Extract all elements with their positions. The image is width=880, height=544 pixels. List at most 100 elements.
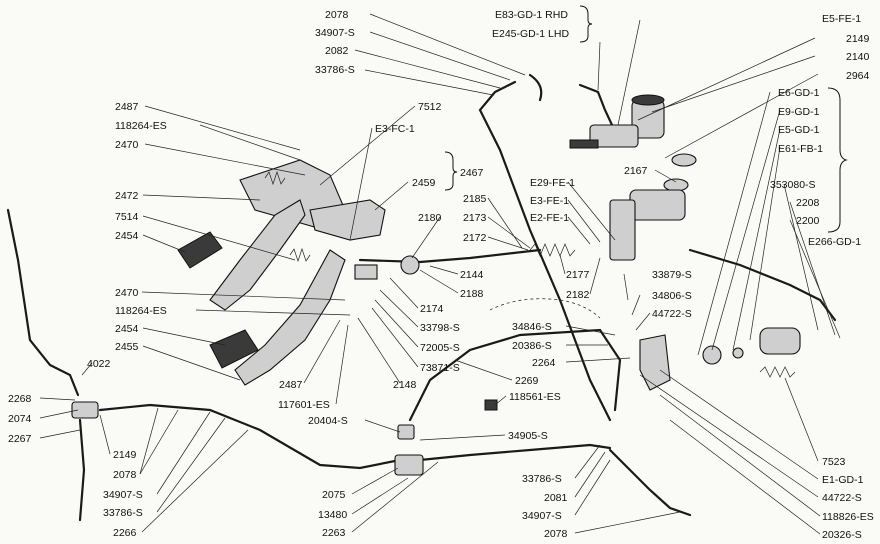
brace-2467 bbox=[444, 151, 458, 191]
label-e3fc1: E3-FC-1 bbox=[375, 123, 415, 135]
clutch-pedal-pad bbox=[209, 329, 259, 369]
label-2075: 2075 bbox=[322, 489, 346, 501]
dashed-link bbox=[489, 298, 601, 319]
pedal-spring-top bbox=[264, 170, 286, 186]
pedal-spring-mid bbox=[289, 247, 311, 263]
label-2148: 2148 bbox=[393, 379, 417, 391]
label-34907s-top: 34907-S bbox=[315, 27, 355, 39]
label-2149-bot: 2149 bbox=[113, 449, 137, 461]
label-118264es-mid: 118264-ES bbox=[115, 305, 167, 317]
rear-tee-left bbox=[71, 401, 99, 419]
label-2487-mid: 2487 bbox=[279, 379, 303, 391]
label-33786s-bot2: 33786-S bbox=[522, 473, 562, 485]
label-34907s-bot: 34907-S bbox=[103, 489, 143, 501]
master-cylinder-flange bbox=[609, 199, 636, 261]
rear-tee-center bbox=[394, 454, 424, 476]
label-20386s: 20386-S bbox=[512, 340, 552, 352]
label-2082: 2082 bbox=[325, 45, 349, 57]
label-e6gd1: E6-GD-1 bbox=[778, 87, 820, 99]
label-118826es: 118826-ES bbox=[822, 511, 874, 523]
slave-bracket bbox=[639, 334, 671, 391]
clutch-master-cylinder bbox=[589, 124, 639, 148]
clutch-pedal-arm bbox=[234, 249, 346, 386]
label-117601es: 117601-ES bbox=[278, 399, 330, 411]
label-2454-mid: 2454 bbox=[115, 323, 139, 335]
pushrod-boot bbox=[400, 255, 420, 275]
clip-118561 bbox=[484, 399, 498, 411]
label-2182: 2182 bbox=[566, 289, 590, 301]
master-cylinder-assembly bbox=[569, 94, 801, 391]
label-2268: 2268 bbox=[8, 393, 32, 405]
label-33798s: 33798-S bbox=[420, 322, 460, 334]
label-33879s: 33879-S bbox=[652, 269, 692, 281]
label-2078-bot2: 2078 bbox=[544, 528, 568, 540]
label-e29fe1: E29-FE-1 bbox=[530, 177, 575, 189]
label-4022: 4022 bbox=[87, 358, 111, 370]
label-e245-lhd: E245-GD-1 LHD bbox=[492, 28, 569, 40]
rhd-lhd-bracket bbox=[579, 5, 593, 43]
label-2177: 2177 bbox=[566, 269, 590, 281]
label-34806s: 34806-S bbox=[652, 290, 692, 302]
label-73871s: 73871-S bbox=[420, 362, 460, 374]
clevis bbox=[354, 264, 378, 280]
label-44722s-bot: 44722-S bbox=[822, 492, 862, 504]
label-13480: 13480 bbox=[318, 509, 347, 521]
part-labels: 2078 34907-S 2082 33786-S E83-GD-1 RHD E… bbox=[8, 9, 874, 541]
label-2074: 2074 bbox=[8, 413, 32, 425]
label-2149-top: 2149 bbox=[846, 33, 870, 45]
label-7512: 7512 bbox=[418, 101, 442, 113]
clutch-master-rod bbox=[569, 139, 599, 149]
label-2081: 2081 bbox=[544, 492, 568, 504]
label-2472: 2472 bbox=[115, 190, 139, 202]
rear-axle-line-right bbox=[418, 443, 612, 462]
label-e1gd1: E1-GD-1 bbox=[822, 474, 864, 486]
label-2264: 2264 bbox=[532, 357, 556, 369]
label-2144: 2144 bbox=[460, 269, 484, 281]
label-2174: 2174 bbox=[420, 303, 444, 315]
label-2180: 2180 bbox=[418, 212, 442, 224]
pedal-assembly bbox=[177, 159, 576, 386]
label-2173: 2173 bbox=[463, 212, 487, 224]
slave-cylinder bbox=[759, 327, 801, 355]
label-33786s-bot: 33786-S bbox=[103, 507, 143, 519]
reservoir-line bbox=[578, 83, 614, 127]
label-2467: 2467 bbox=[460, 167, 484, 179]
junction-blocks bbox=[71, 399, 498, 476]
label-2266: 2266 bbox=[113, 527, 137, 539]
leader-lines bbox=[39, 13, 841, 535]
label-33786s-top: 33786-S bbox=[315, 64, 355, 76]
slave-nut bbox=[732, 347, 744, 359]
label-2267: 2267 bbox=[8, 433, 32, 445]
label-118561es: 118561-ES bbox=[509, 391, 561, 403]
pushrod bbox=[358, 248, 542, 264]
label-34905s: 34905-S bbox=[508, 430, 548, 442]
label-7514: 7514 bbox=[115, 211, 139, 223]
label-34907s-bot2: 34907-S bbox=[522, 510, 562, 522]
label-2964: 2964 bbox=[846, 70, 870, 82]
brake-pedal-arm bbox=[209, 199, 306, 311]
label-e266gd1: E266-GD-1 bbox=[808, 236, 861, 248]
front-right-line bbox=[688, 248, 837, 322]
rear-right-line bbox=[608, 448, 692, 517]
junction-fitting bbox=[397, 424, 415, 440]
rear-axle-line-left bbox=[98, 403, 402, 470]
label-2263: 2263 bbox=[322, 527, 346, 539]
return-spring bbox=[529, 243, 576, 257]
label-118264es-top: 118264-ES bbox=[115, 120, 167, 132]
label-2487-top: 2487 bbox=[115, 101, 139, 113]
label-e2fe1: E2-FE-1 bbox=[530, 212, 569, 224]
label-e3fe1: E3-FE-1 bbox=[530, 195, 569, 207]
label-e5fe1: E5-FE-1 bbox=[822, 13, 861, 25]
label-7523: 7523 bbox=[822, 456, 846, 468]
label-e5gd1: E5-GD-1 bbox=[778, 124, 820, 136]
slave-return-spring bbox=[759, 366, 796, 378]
brake-pedal-pad bbox=[177, 231, 223, 269]
label-2188: 2188 bbox=[460, 288, 484, 300]
left-brake-line bbox=[6, 208, 80, 397]
cross-shaft bbox=[309, 199, 386, 241]
label-20326s: 20326-S bbox=[822, 529, 862, 541]
left-lower-line bbox=[78, 418, 86, 522]
label-44722s-mid: 44722-S bbox=[652, 308, 692, 320]
